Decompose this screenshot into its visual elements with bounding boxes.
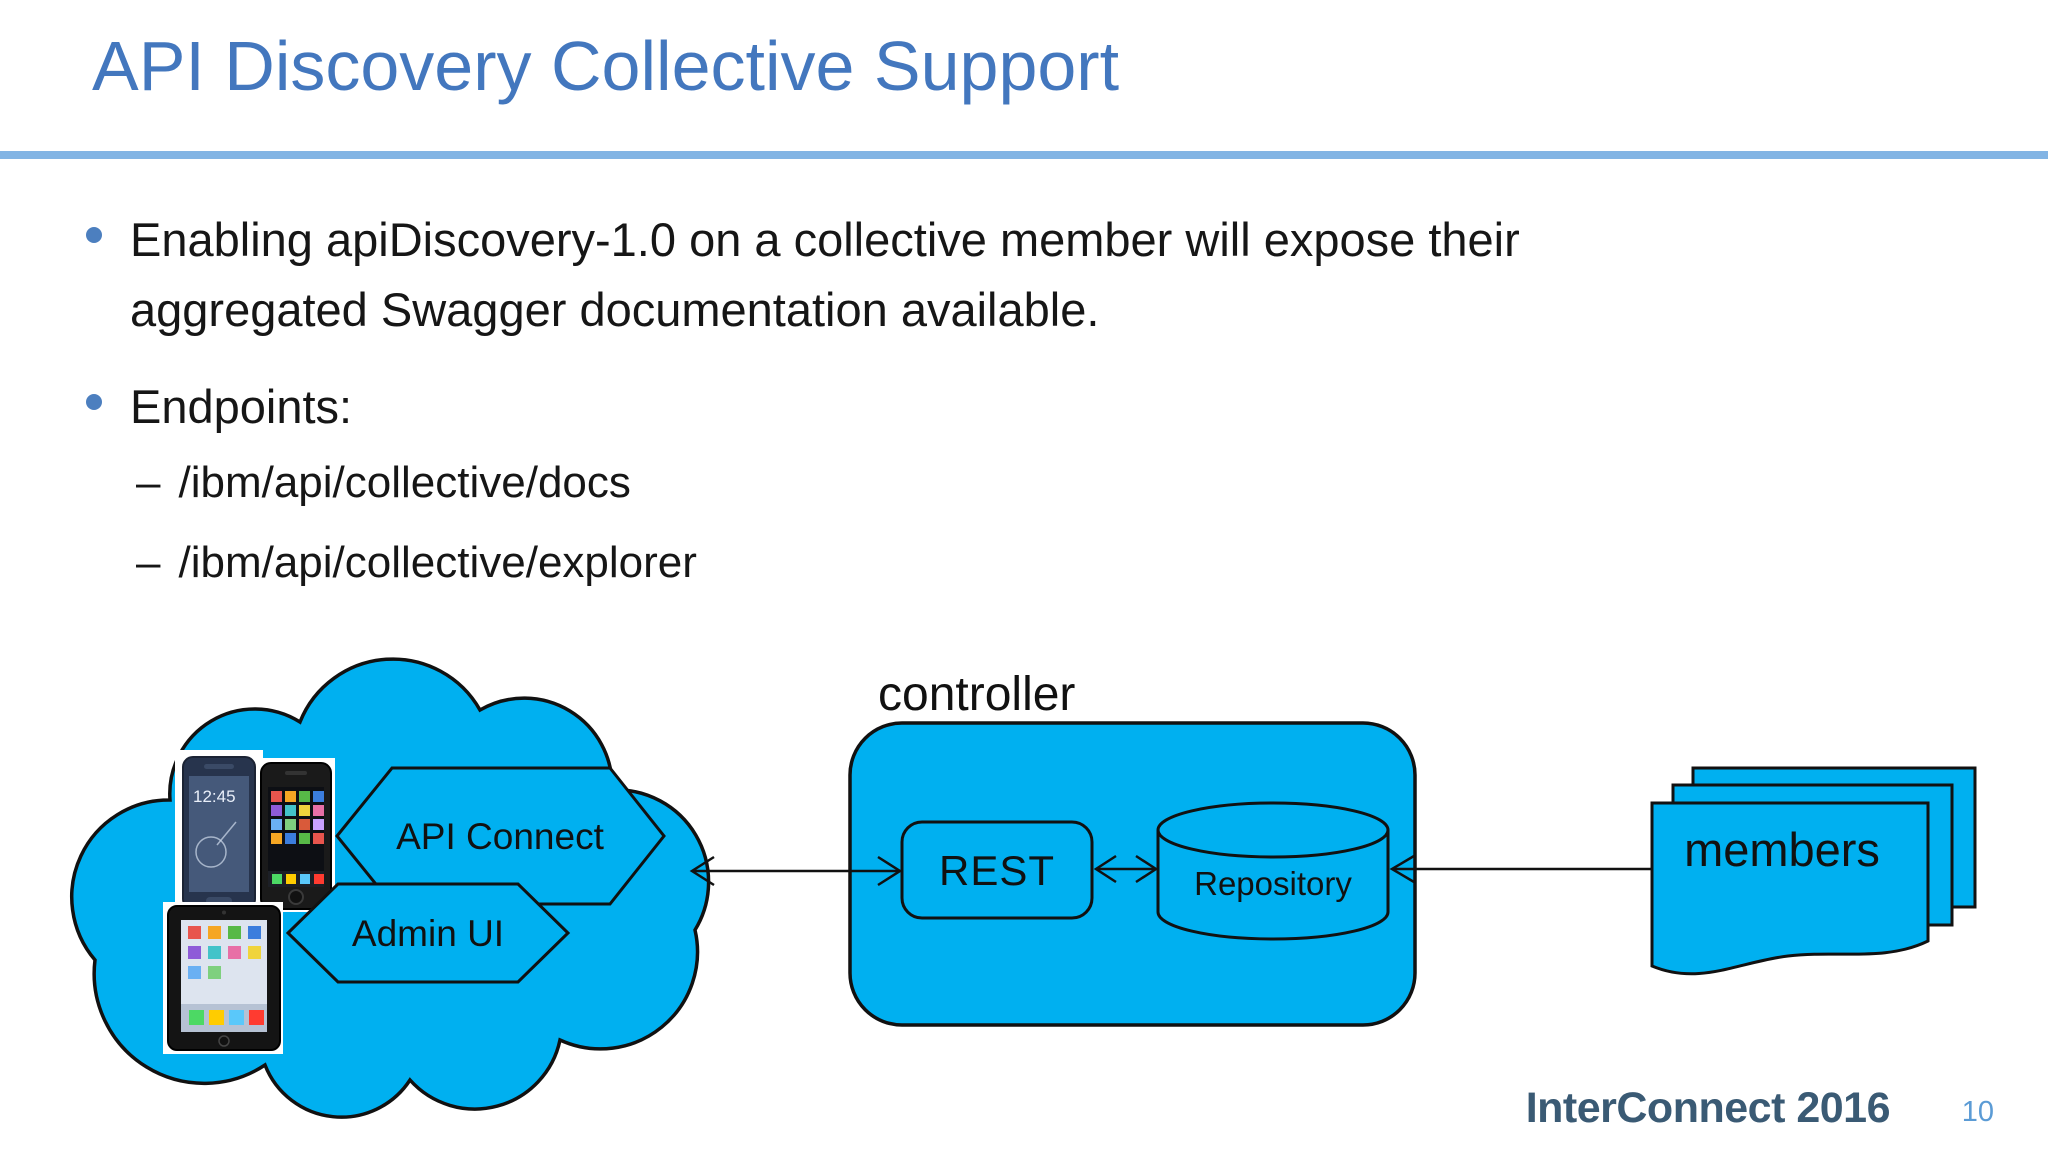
sub-bullet-explorer: – /ibm/api/collective/explorer	[136, 532, 697, 594]
dash-marker: –	[136, 538, 161, 587]
admin-ui-label: Admin UI	[352, 913, 504, 954]
endpoint-path: /ibm/api/collective/explorer	[178, 538, 697, 587]
bullet-dot-icon	[86, 227, 102, 243]
controller-label: controller	[878, 668, 1075, 721]
rest-box: REST	[900, 820, 1094, 920]
ipad-app-grid	[181, 926, 267, 1032]
slide-page-number: 10	[1961, 1096, 1994, 1128]
slide-title: API Discovery Collective Support	[92, 27, 1120, 105]
controller-box	[848, 721, 1417, 1027]
smartphone-samsung-image: 12:45	[175, 750, 263, 914]
bullet-item-enabling: Enabling apiDiscovery-1.0 on a collectiv…	[86, 205, 1520, 345]
bullet-text: Endpoints:	[130, 380, 353, 433]
members-stack: members	[1650, 766, 1977, 976]
endpoint-path: /ibm/api/collective/docs	[178, 458, 631, 507]
members-label: members	[1684, 823, 1880, 876]
samsung-clock-label: 12:45	[193, 787, 236, 806]
api-connect-hexagon: API Connect	[335, 766, 666, 906]
rest-label: REST	[939, 847, 1055, 894]
bullet-dot-icon	[86, 394, 102, 410]
arrow-cloud-rest	[689, 855, 903, 887]
bullet-text: Enabling apiDiscovery-1.0 on a collectiv…	[130, 213, 1520, 336]
conference-brand: InterConnect 2016	[1525, 1084, 1891, 1132]
title-divider	[0, 151, 2048, 159]
iphone-app-grid	[268, 791, 324, 887]
bullet-item-endpoints: Endpoints:	[86, 372, 352, 442]
arrow-members-repository	[1389, 854, 1652, 884]
admin-ui-hexagon: Admin UI	[285, 882, 571, 984]
sub-bullet-docs: – /ibm/api/collective/docs	[136, 452, 631, 514]
dash-marker: –	[136, 458, 161, 507]
smartphone-iphone-image	[257, 758, 335, 912]
repository-label: Repository	[1194, 865, 1352, 902]
arrow-rest-repository	[1093, 854, 1159, 884]
repository-cylinder: Repository	[1156, 801, 1390, 941]
api-connect-label: API Connect	[396, 816, 604, 857]
tablet-ipad-image	[163, 902, 283, 1054]
